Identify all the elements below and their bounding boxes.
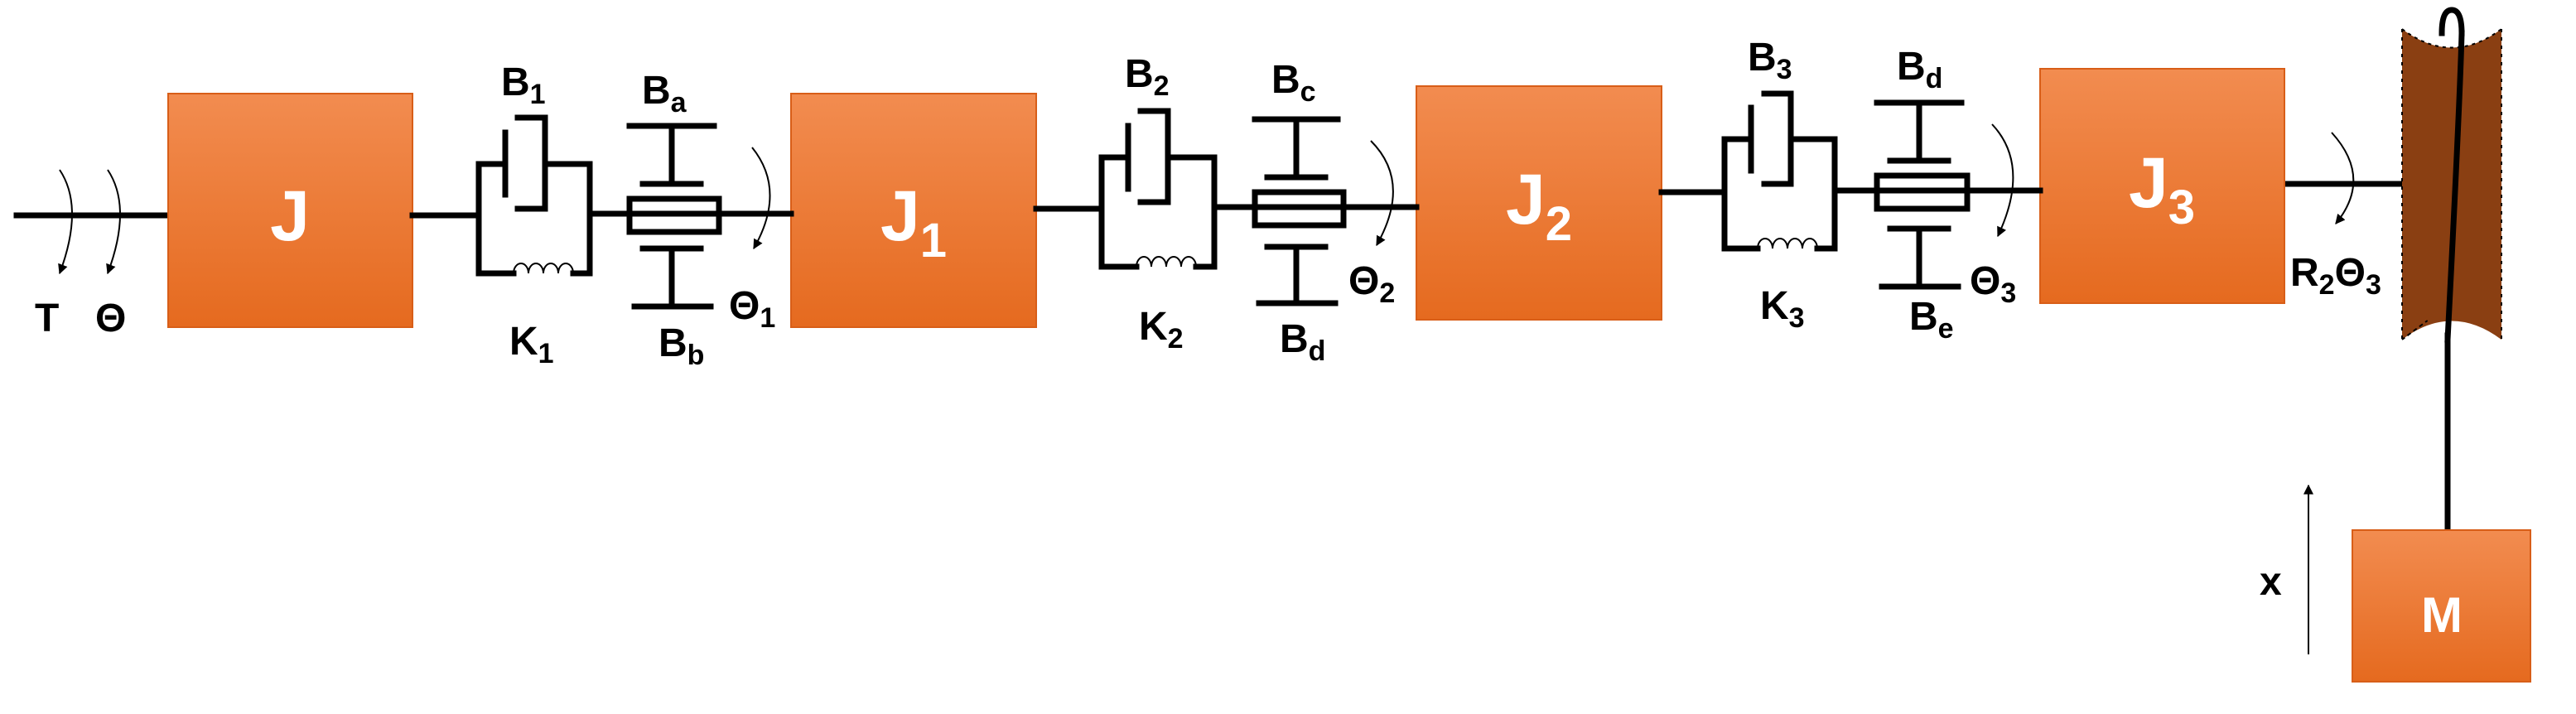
svg-text:J1: J1 [880, 176, 947, 268]
svg-text:J: J [270, 176, 310, 256]
svg-text:J2: J2 [1506, 160, 1572, 251]
spring-k3-label: K3 [1760, 284, 1805, 334]
input-torque-arrow [58, 169, 121, 275]
angle-theta3-label: Θ3 [1970, 259, 2016, 309]
inertia-block-j2: J2 [1416, 85, 1662, 321]
damper-b3-label: B3 [1748, 36, 1792, 85]
inertia-block-j3: J3 [2039, 68, 2285, 304]
displacement-label: x [2260, 560, 2282, 604]
bearing-bd-label: Bd [1280, 317, 1325, 367]
pulley-angle-arrow [2331, 132, 2355, 224]
angle-theta1-label: Θ1 [729, 284, 775, 334]
coupling-2 [1033, 108, 1218, 270]
torque-label: T [35, 297, 59, 340]
spring-k1-label: K1 [509, 320, 554, 369]
svg-text:J3: J3 [2129, 143, 2195, 234]
angle-arrow-3 [1991, 123, 2014, 238]
inertia-block-j1: J1 [790, 93, 1037, 328]
bearing-2 [1211, 116, 1420, 306]
svg-text:M: M [2421, 587, 2463, 643]
bearing-bb-label: Bb [658, 321, 704, 371]
pulley-angle-label: R2Θ3 [2290, 251, 2381, 301]
damper-b2-label: B2 [1125, 52, 1170, 102]
angle-theta2-label: Θ2 [1348, 259, 1395, 309]
mass-block: M [2352, 529, 2531, 683]
bearing-bd2-label: Bd [1897, 45, 1942, 94]
bearing-be-label: Be [1909, 295, 1954, 345]
bearing-3 [1831, 99, 2043, 290]
bearing-ba-label: Ba [642, 69, 687, 118]
damper-b1-label: B1 [501, 60, 546, 110]
bearing-1 [586, 123, 794, 310]
rope [2439, 7, 2465, 533]
coupling-3 [1658, 90, 1838, 252]
spring-k2-label: K2 [1139, 305, 1184, 355]
pulley-drum [2401, 28, 2502, 340]
angle-arrow-2 [1370, 140, 1394, 247]
bearing-bc-label: Bc [1271, 58, 1316, 108]
coupling-1 [409, 114, 593, 277]
angle-arrow-1 [751, 147, 771, 250]
inertia-block-j: J [167, 93, 413, 328]
angle-label: Θ [95, 297, 126, 340]
